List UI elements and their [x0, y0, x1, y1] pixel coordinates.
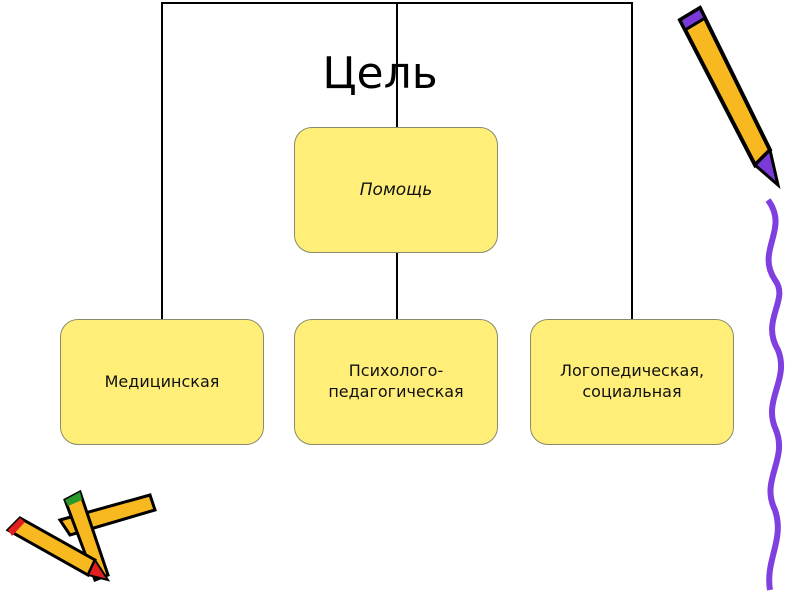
node-label: Логопедическая, социальная [559, 361, 705, 401]
connector-center-bottom [396, 252, 398, 320]
connector-left [161, 2, 163, 320]
node-psych: Психолого-педагогическая [294, 319, 498, 445]
crayon-clipart-right-icon [677, 5, 785, 591]
crayons-clipart-left-icon [5, 489, 157, 582]
node-medical: Медицинская [60, 319, 264, 445]
connector-right [631, 2, 633, 320]
node-help: Помощь [294, 127, 498, 253]
slide-title: Цель [322, 48, 438, 99]
node-speech: Логопедическая, социальная [530, 319, 734, 445]
node-help-label: Помощь [359, 179, 433, 200]
node-label: Психолого-педагогическая [328, 361, 464, 401]
connector-center-top [396, 2, 398, 128]
node-label: Медицинская [104, 371, 220, 391]
